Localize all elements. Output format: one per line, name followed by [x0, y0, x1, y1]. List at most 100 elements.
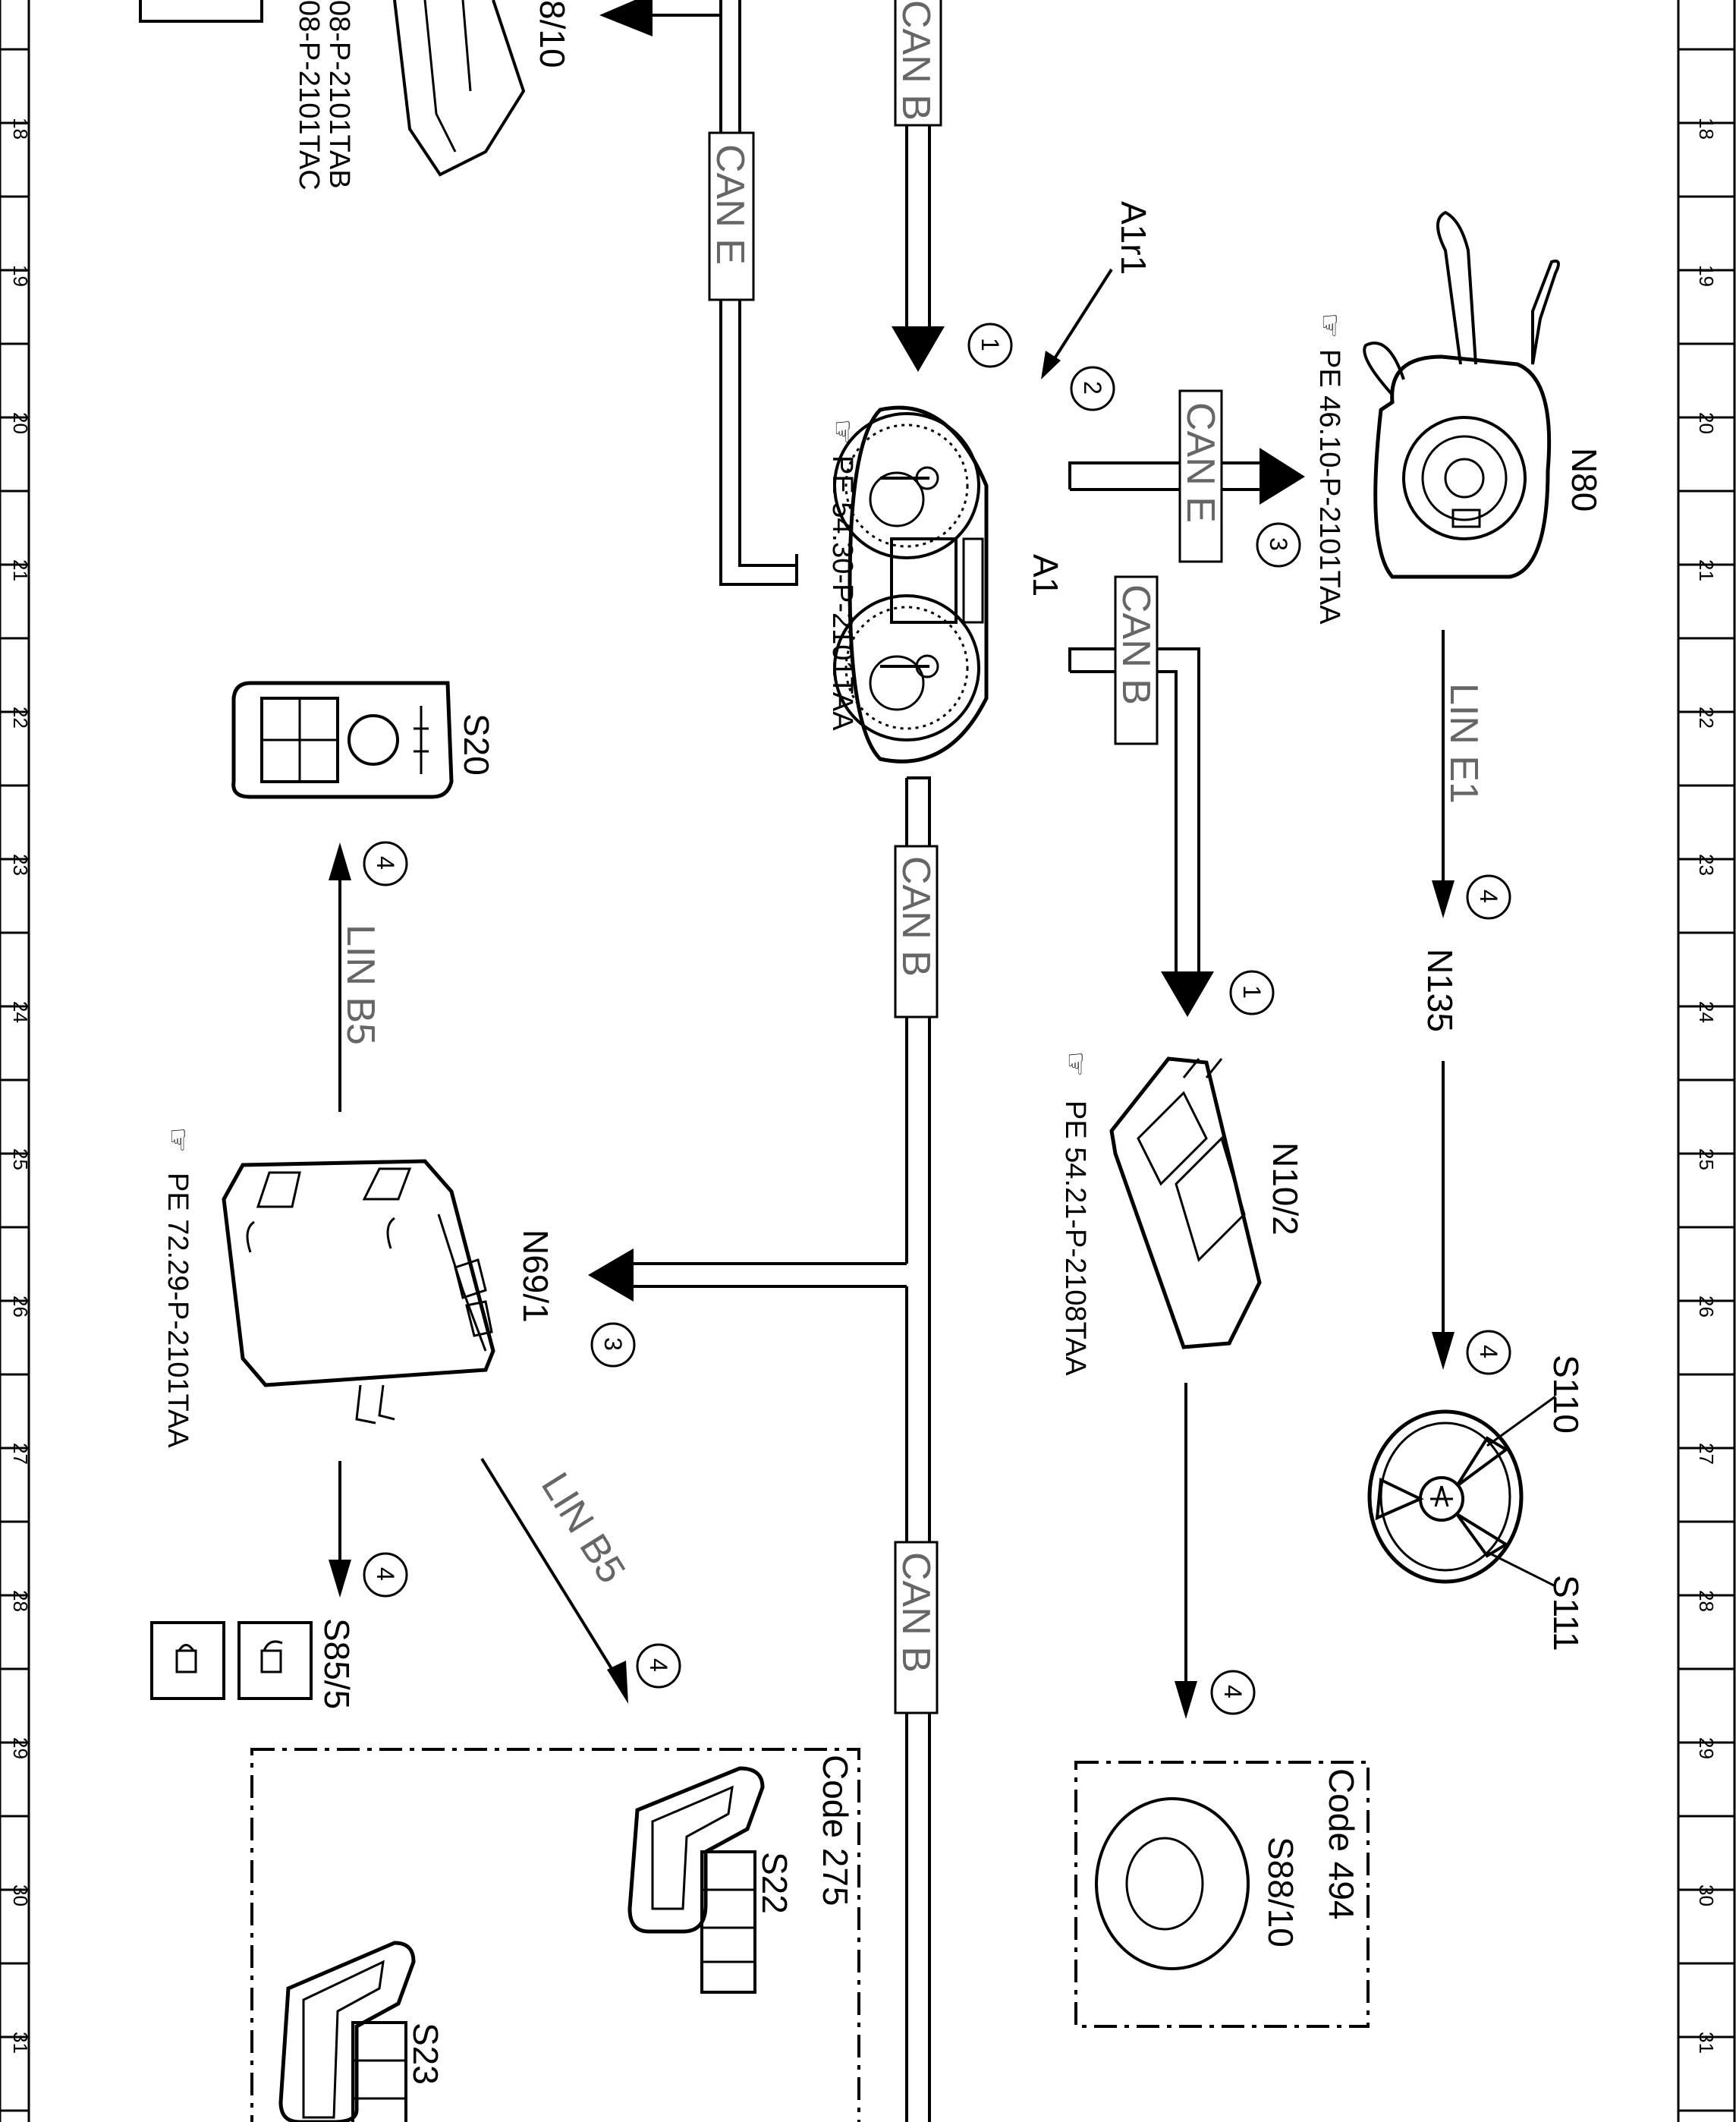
can-b-main-bus: CAN B CAN B	[588, 776, 939, 2122]
ruler-right-number: 29	[1695, 1737, 1718, 1759]
svg-text:4: 4	[372, 856, 399, 870]
lin-e1-label: LIN E1	[1442, 683, 1486, 804]
n135-label: N135	[1420, 949, 1460, 1032]
ruler-right-number: 27	[1695, 1443, 1718, 1465]
ruler-right-number: 22	[1695, 707, 1718, 729]
svg-text:3: 3	[1265, 537, 1292, 551]
can-e-left-label: CAN E	[708, 144, 752, 265]
ruler-right-number: 20	[1695, 412, 1718, 434]
svg-text:4: 4	[1475, 889, 1502, 903]
ruler-left-number: 27	[9, 1443, 32, 1465]
a1-instrument-cluster: A1 PE 54.30-P-2101TAA ☞	[826, 405, 1065, 763]
n10-2-ref: PE 54.21-P-2108TAA	[1059, 1100, 1091, 1376]
ruler-right	[1677, 0, 1736, 2122]
n10-2-to-s88-10-line	[1175, 1383, 1197, 1719]
ruler-left-number: 28	[9, 1590, 32, 1612]
s110-label: S110	[1546, 1355, 1586, 1434]
s23-seat-switch	[278, 1941, 416, 2122]
ruler-left-number: 19	[9, 265, 32, 287]
code-275-seat-switch-box: Code 275 S22 S23	[250, 1748, 860, 2122]
ruler-right-number: 26	[1695, 1296, 1718, 1318]
s88-10-code: Code 494	[1322, 1768, 1361, 1920]
s88-10-label: S88/10	[1261, 1837, 1300, 1947]
lin-b5-lower-bus: LIN B5	[480, 1457, 634, 1704]
marker-4-s85-5: 4	[363, 1552, 408, 1598]
steering-wheel: S110 S111	[1367, 1355, 1586, 1651]
s23-label: S23	[406, 2023, 445, 2085]
n69-1-ref: PE 72.29-P-2101TAA	[162, 1173, 193, 1448]
ruler-right-number: 18	[1695, 118, 1718, 140]
ruler-right-number: 23	[1695, 854, 1718, 876]
ruler-left-number: 22	[9, 707, 32, 729]
lin-b5-upper-bus: LIN B5	[329, 842, 382, 1112]
s85-5-label: S85/5	[317, 1618, 357, 1709]
marker-4-n135: 4	[1466, 874, 1511, 920]
ruler-left-number: 18	[9, 118, 32, 140]
marker-4-s88-10: 4	[1210, 1670, 1256, 1715]
top-partial-label: 8/10	[533, 0, 572, 68]
s22-seat-switch	[627, 1766, 765, 1994]
svg-text:1: 1	[1238, 985, 1266, 999]
n10-2-ref-icon: ☞	[1059, 1051, 1091, 1077]
svg-text:4: 4	[645, 1658, 672, 1672]
s85-5-lock-switches: S85/5	[150, 1618, 357, 1709]
s20-label: S20	[457, 713, 496, 776]
s111-label: S111	[1546, 1575, 1586, 1651]
marker-1-n10-2: 1	[1229, 970, 1275, 1015]
n10-2-sam-module: N10/2 PE 54.21-P-2108TAA ☞	[1059, 1051, 1305, 1376]
marker-4-s22: 4	[636, 1643, 681, 1689]
marker-2-a1r1: 2	[1070, 366, 1115, 411]
a1-ref: PE 54.30-P-2101TAA	[826, 455, 858, 731]
n80-label: N80	[1565, 448, 1604, 512]
marker-4-s20: 4	[363, 841, 408, 886]
a1r1-label: A1r1	[1114, 201, 1153, 275]
a1r1-pointer: A1r1	[1041, 201, 1153, 379]
ruler-left-number: 26	[9, 1296, 32, 1318]
ruler-left-number: 24	[9, 1001, 32, 1023]
svg-text:1: 1	[976, 338, 1004, 351]
n80-ref: PE 46.10-P-2101TAA	[1313, 349, 1345, 625]
ruler-right-number: 21	[1695, 559, 1718, 581]
ruler-left	[0, 0, 30, 2122]
n80-ref-icon: ☞	[1313, 313, 1345, 338]
marker-4-s110: 4	[1466, 1330, 1511, 1375]
marker-1-a1: 1	[967, 323, 1013, 368]
ruler-right-number: 24	[1695, 1001, 1718, 1023]
ruler-right-number: 30	[1695, 1884, 1718, 1906]
can-b-right-bus: CAN B	[1068, 575, 1214, 1017]
can-b-top-label: CAN B	[894, 0, 938, 121]
can-b-right-label: CAN B	[1114, 584, 1158, 705]
can-b-top-bus: CAN B	[892, 0, 945, 372]
can-b-bottom-label: CAN B	[894, 1552, 938, 1673]
n80-steering-column-module: N80 PE 46.10-P-2101TAA ☞	[1313, 210, 1604, 625]
ruler-right-number: 19	[1695, 265, 1718, 287]
top-partial-ref-2: 08-P-2101TAC	[293, 0, 325, 190]
n10-2-label: N10/2	[1266, 1142, 1305, 1236]
lin-b5-lower-label: LIN B5	[533, 1466, 634, 1592]
can-e-left-bus: CAN E	[653, 0, 798, 586]
ruler-left-number: 30	[9, 1884, 32, 1906]
lin-b5-upper-label: LIN B5	[338, 924, 382, 1045]
s88-10-code-494-box: Code 494 S88/10	[1074, 1761, 1370, 2028]
n69-1-label: N69/1	[516, 1229, 555, 1323]
n69-1-to-s85-5-line	[329, 1461, 351, 1598]
svg-text:2: 2	[1079, 381, 1106, 395]
ruler-left-number: 23	[9, 854, 32, 876]
ruler-left-number: 25	[9, 1148, 32, 1170]
svg-text:4: 4	[372, 1567, 399, 1581]
n135-to-steering-wheel-line	[1432, 1061, 1455, 1370]
can-e-right-label: CAN E	[1178, 402, 1222, 523]
svg-text:3: 3	[599, 1337, 627, 1351]
can-b-mid-label: CAN B	[894, 856, 938, 977]
n69-1-ref-icon: ☞	[162, 1127, 193, 1153]
s22-code: Code 275	[816, 1755, 855, 1906]
can-e-right-bus: CAN E	[1068, 389, 1305, 563]
lin-e1-bus: LIN E1	[1432, 630, 1486, 918]
ruler-left-number: 21	[9, 559, 32, 581]
ruler-left-number: 29	[9, 1737, 32, 1759]
s22-label: S22	[755, 1852, 794, 1914]
n69-1-door-module: N69/1 PE 72.29-P-2101TAA ☞	[162, 1127, 555, 1448]
marker-3-n80: 3	[1256, 522, 1301, 568]
ruler-left-number: 20	[9, 412, 32, 434]
